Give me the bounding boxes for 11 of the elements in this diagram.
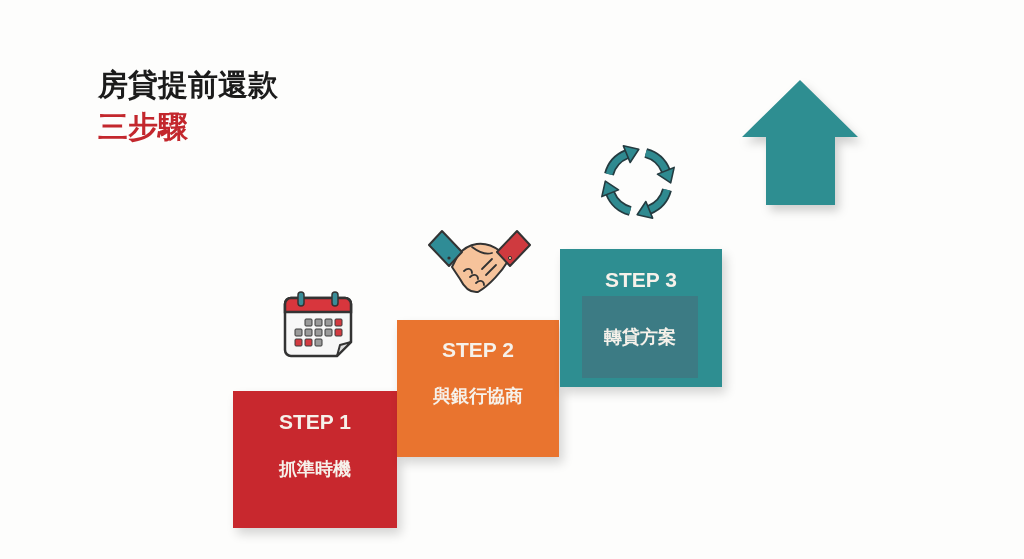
subtitle: 三步驟 xyxy=(98,109,188,145)
step-title: STEP 3 xyxy=(605,267,677,293)
step-box xyxy=(560,249,722,387)
step-box xyxy=(397,320,559,457)
diagram-title: 房貸提前還款 xyxy=(98,67,278,103)
step-description: 抓準時機 xyxy=(279,458,351,481)
step-title: STEP 1 xyxy=(279,409,351,435)
step-title: STEP 2 xyxy=(442,337,514,363)
step-description: 轉貸方案 xyxy=(582,296,698,378)
step-box xyxy=(233,391,397,528)
step-description: 與銀行協商 xyxy=(433,385,523,408)
